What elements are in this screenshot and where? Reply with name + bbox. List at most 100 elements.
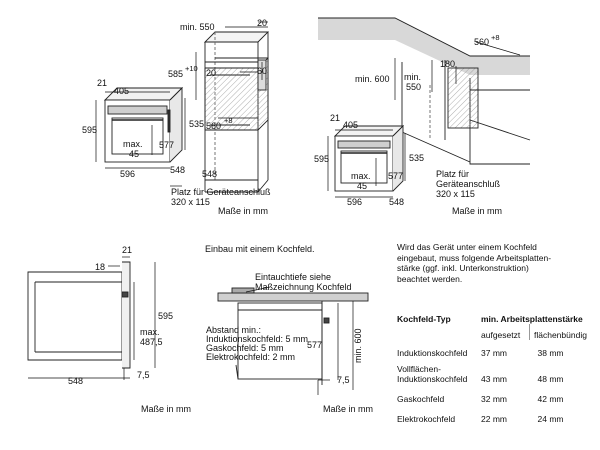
header-min-staerke: min. Arbeitsplattenstärke (481, 314, 583, 324)
row-flaechenbuendig: 48 mm (537, 374, 564, 384)
worktop-note-line1: Wird das Gerät unter einem Kochfeld (397, 242, 537, 252)
dim-585-sup: +10 (185, 64, 198, 73)
hob-induktion: Induktionskochfeld: 5 mm (206, 334, 308, 344)
dim-596-left: 596 (120, 169, 135, 179)
dim-595-side: 595 (158, 311, 173, 321)
dim-min550: min. 550 (180, 22, 215, 32)
oven-drawing-left (103, 86, 184, 163)
dim-548-right: 548 (389, 197, 404, 207)
note-anschluss-2: 320 x 115 (171, 197, 210, 207)
worktop-note-line2: eingebaut, muss folgende Arbeitsplatten- (397, 252, 552, 263)
hob-install-drawing (217, 287, 369, 385)
tall-cabinet-dims (195, 21, 268, 119)
table-row: Induktionskochfeld 37 mm 38 mm (397, 340, 587, 358)
dim-585: 585 (168, 69, 183, 79)
dim-577-left: 577 (159, 140, 174, 150)
dim-487-side: 487,5 (140, 337, 163, 347)
dim-20-niche: 20 (206, 68, 216, 78)
oven-drawing-right (333, 124, 405, 192)
row-aufgesetzt: 43 mm (481, 374, 507, 384)
row-type: Induktionskochfeld (397, 348, 468, 358)
dim-18-side: 18 (95, 262, 105, 272)
side-view-drawing (27, 261, 131, 369)
row-type: Elektrokochfeld (397, 414, 456, 424)
dim-596-right: 596 (347, 197, 362, 207)
dim-min-right: min. (404, 72, 421, 82)
dim-7-hob: 7,5 (337, 375, 350, 385)
side-view-dims (28, 256, 156, 380)
worktop-note: Wird das Gerät unter einem Kochfeld eing… (397, 242, 597, 284)
row-flaechenbuendig: 24 mm (537, 414, 564, 424)
table-row: Gaskochfeld 32 mm 42 mm (397, 384, 587, 404)
hob-title: Einbau mit einem Kochfeld. (205, 244, 315, 254)
dim-535-left: 535 (189, 119, 204, 129)
subheader-flaechenbuendig: flächenbündig (528, 324, 587, 340)
dim-560: 560 (206, 121, 221, 131)
units-top-right: Maße in mm (452, 206, 502, 216)
dim-45-left: 45 (129, 149, 139, 159)
dim-max-side: max. (140, 327, 160, 337)
dim-60: 60 (257, 66, 267, 76)
note-right-3: 320 x 115 (436, 189, 475, 199)
note-anschluss-1: Platz für Geräteanschluß (171, 187, 271, 197)
dim-560-right-sup: +8 (491, 33, 500, 42)
dim-21-left: 21 (97, 78, 107, 88)
dim-548-cabinet: 548 (202, 169, 217, 179)
dim-max-left: max. (123, 139, 143, 149)
row-flaechenbuendig: 38 mm (537, 348, 564, 358)
worktop-note-line4: beachtet werden. (397, 273, 463, 284)
row-aufgesetzt: 37 mm (481, 348, 507, 358)
row-aufgesetzt: 22 mm (481, 414, 507, 424)
hob-callout-1: Eintauchtiefe siehe (255, 272, 331, 282)
dim-577-right: 577 (388, 171, 403, 181)
tall-cabinet-drawing (203, 31, 270, 193)
note-right-1: Platz für (436, 169, 469, 179)
dim-405-left: 405 (114, 86, 129, 96)
dim-180-right: 180 (440, 59, 455, 69)
hob-callout-2: Maßzeichnung Kochfeld (255, 282, 352, 292)
table-row: Vollflächen- Induktionskochfeld 43 mm 48… (397, 358, 587, 384)
units-bottom-left: Maße in mm (141, 404, 191, 414)
hob-elektro: Elektrokochfeld: 2 mm (206, 352, 295, 362)
row-type: Gaskochfeld (397, 394, 445, 404)
dim-535-right: 535 (409, 153, 424, 163)
worktop-thickness-table: Kochfeld-Typ min. Arbeitsplattenstärke a… (397, 310, 587, 424)
row-type-line1: Vollflächen- (397, 364, 441, 374)
oven-dims-right (327, 129, 406, 198)
row-aufgesetzt: 32 mm (481, 394, 507, 404)
header-kochfeld-typ: Kochfeld-Typ (397, 314, 451, 324)
dim-595-right: 595 (314, 154, 329, 164)
row-flaechenbuendig: 42 mm (537, 394, 564, 404)
table-header-row: Kochfeld-Typ min. Arbeitsplattenstärke (397, 310, 587, 324)
units-bottom-mid: Maße in mm (323, 404, 373, 414)
dim-577-hob: 577 (307, 340, 322, 350)
subheader-aufgesetzt: aufgesetzt (481, 330, 521, 340)
dim-560-right: 560 (474, 37, 489, 47)
dim-7-side: 7,5 (137, 370, 150, 380)
oven-dims-left (95, 91, 186, 187)
dim-560-sup: +8 (224, 116, 233, 125)
dim-405-right: 405 (343, 120, 358, 130)
dim-45-right: 45 (357, 181, 367, 191)
dim-548-left: 548 (170, 165, 185, 175)
dim-min600-hob: min. 600 (353, 328, 363, 363)
dim-max-right: max. (351, 171, 371, 181)
units-top-left: Maße in mm (218, 206, 268, 216)
row-type-line2: Induktionskochfeld (397, 374, 468, 384)
note-right-2: Geräteanschluß (436, 179, 501, 189)
dim-548-side: 548 (68, 376, 83, 386)
table-subheader-row: aufgesetzt flächenbündig (397, 324, 587, 340)
dim-20-top: 20 (257, 18, 267, 28)
dim-21-right: 21 (330, 113, 340, 123)
row-type: Vollflächen- Induktionskochfeld (397, 358, 475, 384)
hob-gas: Gaskochfeld: 5 mm (206, 343, 284, 353)
dim-550-right: 550 (406, 82, 421, 92)
undercounter-drawing (318, 17, 531, 165)
table-row: Elektrokochfeld 22 mm 24 mm (397, 404, 587, 424)
hob-abstand: Abstand min.: (206, 325, 261, 335)
worktop-note-line3: stärke (ggf. inkl. Unterkonstruktion) (397, 263, 529, 273)
undercounter-dims (394, 41, 521, 100)
dim-21-side: 21 (122, 245, 132, 255)
dim-595-left: 595 (82, 125, 97, 135)
